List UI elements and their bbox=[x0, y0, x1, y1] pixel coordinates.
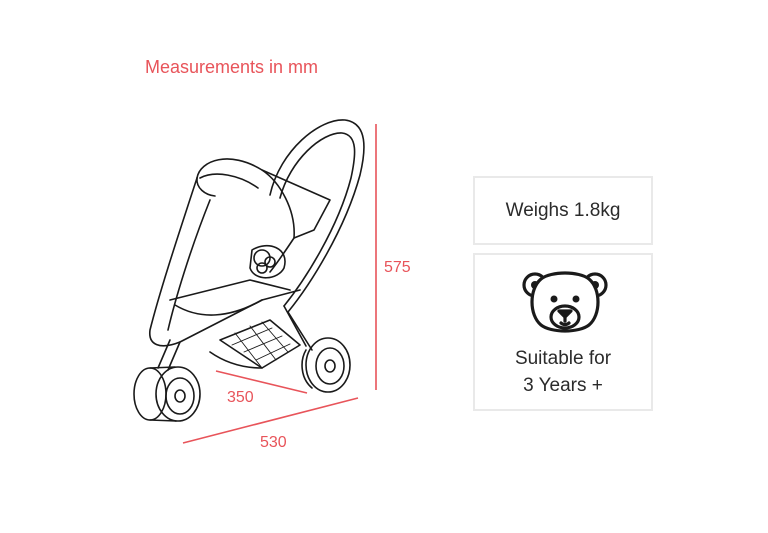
height-label: 575 bbox=[384, 259, 411, 276]
stroller-icon bbox=[133, 119, 365, 422]
weight-text: Weighs 1.8kg bbox=[505, 200, 621, 221]
length-line bbox=[182, 397, 359, 444]
dimension-lines bbox=[182, 124, 377, 444]
age-line-1: Suitable for bbox=[514, 348, 612, 369]
measurements-heading: Measurements in mm bbox=[145, 57, 319, 77]
age-line-2: 3 Years + bbox=[523, 375, 603, 396]
weight-card: Weighs 1.8kg bbox=[473, 176, 653, 245]
teddy-bear-icon bbox=[522, 271, 608, 333]
length-label: 530 bbox=[260, 434, 287, 451]
depth-label: 350 bbox=[227, 389, 254, 406]
age-card: Suitable for 3 Years + bbox=[473, 253, 653, 411]
depth-line bbox=[215, 370, 308, 394]
age-text: Suitable for 3 Years + bbox=[475, 345, 651, 399]
